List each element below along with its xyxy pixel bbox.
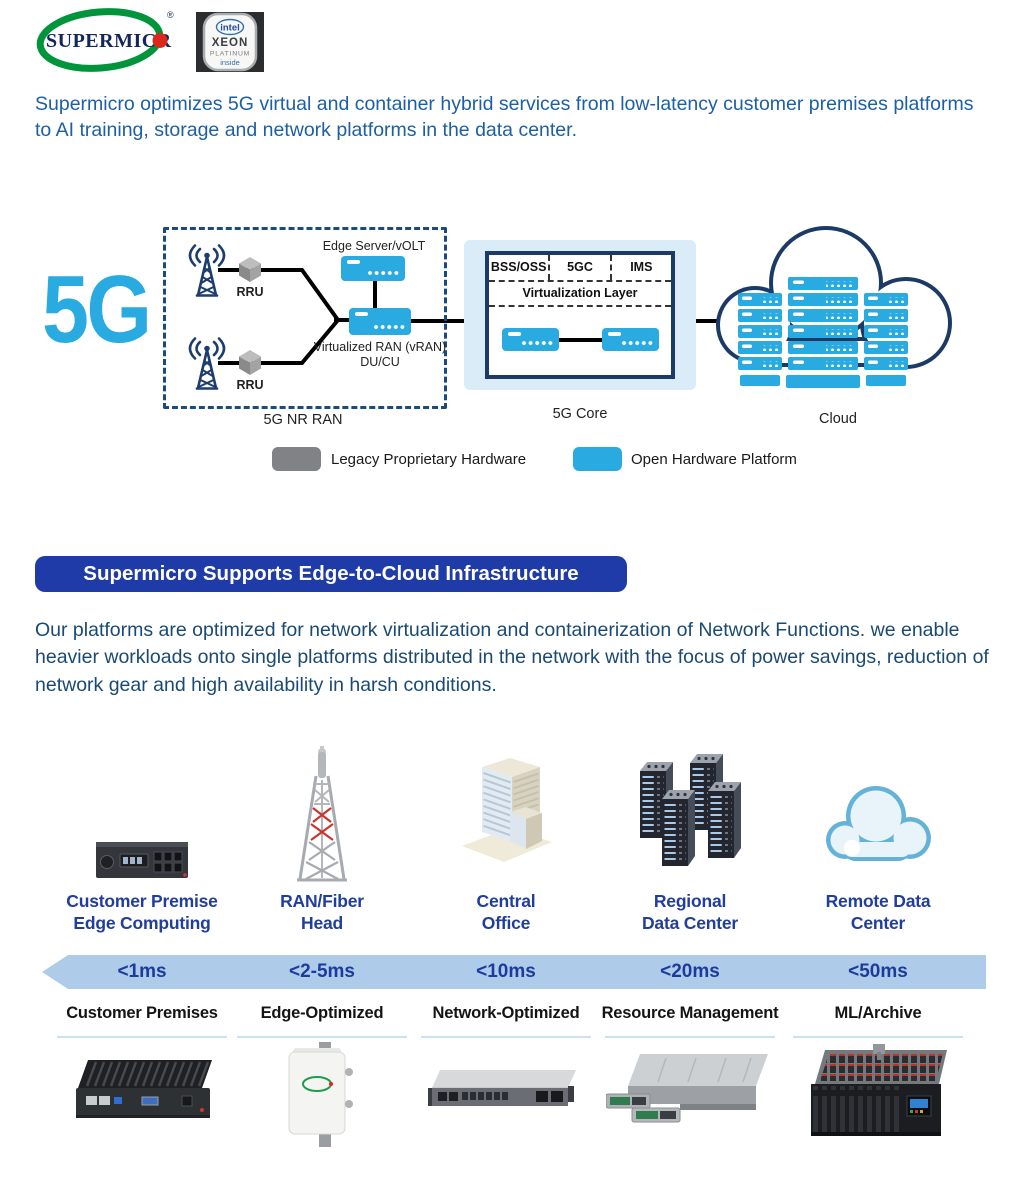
title-line: Remote Data <box>825 891 931 911</box>
platinum-label: PLATINUM <box>210 51 250 58</box>
ims-cell: IMS <box>609 255 671 280</box>
legend-blue-swatch <box>573 447 622 471</box>
server-node-icon <box>349 308 411 335</box>
category-label: Network-Optimized <box>432 1004 580 1022</box>
title-line: Head <box>301 913 343 934</box>
title-line: Office <box>481 913 531 934</box>
supermicro-logotype: SUPERMICR <box>46 30 172 52</box>
category-underline <box>237 1036 407 1038</box>
legend-gray-swatch <box>272 447 321 471</box>
server-towers-icon <box>640 754 741 866</box>
server-led <box>347 260 360 264</box>
ran-tower-icon <box>297 746 347 882</box>
section-banner: Supermicro Supports Edge-to-Cloud Infras… <box>35 556 627 592</box>
category-label: Customer Premises <box>66 1004 218 1022</box>
supermicro-red-dot <box>152 33 168 48</box>
server-led <box>608 332 621 336</box>
legend-open-label: Open Hardware Platform <box>631 451 797 468</box>
5g-core-caption: 5G Core <box>552 406 608 422</box>
col-remote-dc-title: Remote Data Center <box>783 890 973 935</box>
rru-label: RRU <box>236 378 264 392</box>
ducu-label: DU/CU <box>360 355 400 369</box>
col-regional-dc-title: Regional Data Center <box>595 890 785 935</box>
title-line: Regional <box>653 891 727 911</box>
legend-legacy-label: Legacy Proprietary Hardware <box>331 451 527 468</box>
rack-1u-server-image <box>428 1070 576 1106</box>
server-led-dots <box>373 324 406 330</box>
cloud-icon <box>826 786 931 861</box>
twin-2u-server-image <box>606 1054 768 1123</box>
col-central-office-title: Central Office <box>411 890 601 935</box>
5g-nr-ran-box <box>163 227 447 409</box>
cell-tower-icon <box>188 337 226 390</box>
title-line: Edge Computing <box>73 913 211 934</box>
virtualization-layer-row: Virtualization Layer <box>489 282 671 307</box>
core-servers-area <box>489 307 671 375</box>
latency-value: <10ms <box>476 961 536 982</box>
server-led-dots <box>367 270 400 276</box>
cloud-servers-icon <box>716 226 952 388</box>
edge-compute-box-icon <box>96 842 188 878</box>
category-underline <box>421 1036 591 1038</box>
body-paragraph: Our platforms are optimized for network … <box>35 619 989 696</box>
server-led <box>508 332 521 336</box>
title-line: Center <box>850 913 906 934</box>
intel-xeon-platinum-badge: intel XEON PLATINUM inside <box>196 12 264 72</box>
5g-heading: 5G <box>42 256 152 363</box>
outdoor-edge-unit-image <box>288 1042 353 1147</box>
server-led-dots <box>521 340 554 346</box>
latency-arrow-bar: <1ms <2-5ms <10ms <20ms <50ms <box>42 955 986 989</box>
latency-value: <1ms <box>117 961 167 982</box>
5g-nr-ran-caption: 5G NR RAN <box>263 412 343 428</box>
inside-label: inside <box>220 58 240 67</box>
intro-paragraph: Supermicro optimizes 5G virtual and cont… <box>35 93 974 141</box>
title-line: Central <box>476 891 536 911</box>
server-led-dots <box>621 340 654 346</box>
server-led <box>355 312 368 316</box>
category-underline <box>57 1036 227 1038</box>
office-building-icon <box>462 758 552 862</box>
bss-oss-cell: BSS/OSS <box>490 260 547 274</box>
rru-cube-icon <box>239 350 261 375</box>
rru-cube-icon <box>239 257 261 282</box>
category-label: ML/Archive <box>834 1004 922 1022</box>
latency-value: <2-5ms <box>288 961 356 982</box>
core-function-row: BSS/OSS 5GC IMS <box>489 255 671 282</box>
category-underline <box>793 1036 963 1038</box>
storage-server-image <box>811 1044 947 1136</box>
intel-wordmark: intel <box>220 23 240 34</box>
rru-label: RRU <box>236 285 264 299</box>
xeon-label: XEON <box>212 37 249 49</box>
server-node-icon <box>502 328 559 351</box>
supermicro-logo: SUPERMICR ® <box>36 8 174 72</box>
registered-mark: ® <box>167 10 174 20</box>
fanless-edge-server-image <box>76 1060 212 1118</box>
col-ran-fiber-title: RAN/Fiber Head <box>227 890 417 935</box>
latency-value: <50ms <box>848 961 908 982</box>
category-label: Edge-Optimized <box>260 1004 384 1022</box>
latency-value: <20ms <box>660 961 720 982</box>
server-node-icon <box>602 328 659 351</box>
cell-tower-icon <box>188 244 226 297</box>
col-customer-premise-title: Customer Premise Edge Computing <box>47 890 237 935</box>
server-link-line <box>559 338 602 342</box>
title-line: RAN/Fiber <box>280 891 364 911</box>
5gc-cell: 5GC <box>548 255 609 280</box>
cloud-caption: Cloud <box>819 411 857 427</box>
category-label: Resource Management <box>601 1004 779 1022</box>
title-line: Data Center <box>641 913 739 934</box>
edge-server-volt-label: Edge Server/vOLT <box>322 239 426 253</box>
server-node-icon <box>341 256 405 281</box>
vran-label: Virtualized RAN (vRAN) <box>313 340 447 354</box>
5g-core-box: BSS/OSS 5GC IMS Virtualization Layer <box>485 251 675 379</box>
category-underline <box>605 1036 775 1038</box>
title-line: Customer Premise <box>66 891 218 911</box>
